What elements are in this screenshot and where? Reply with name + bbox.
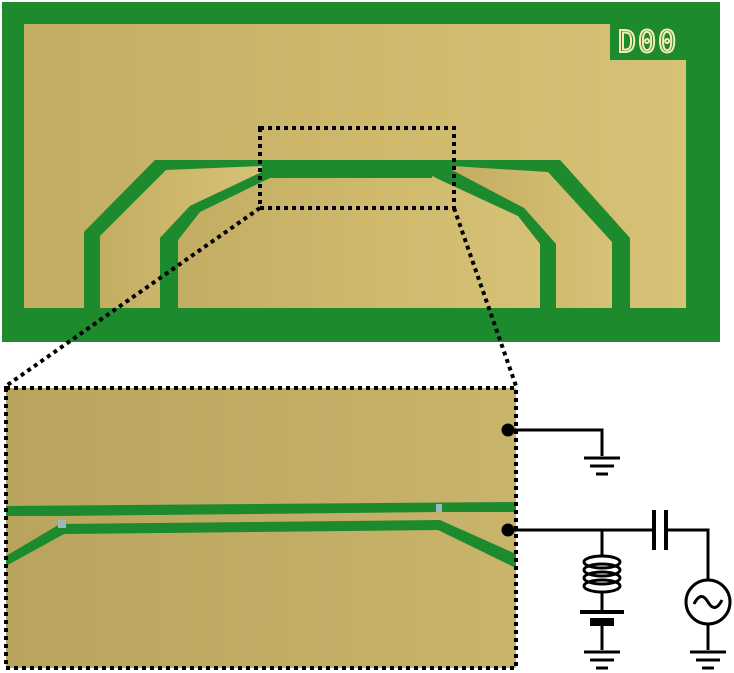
- signal-strip-left: [100, 166, 262, 308]
- inner-trace-right: [432, 170, 556, 308]
- outer-trace-left: [84, 160, 262, 308]
- zoom-micrograph: [4, 386, 518, 670]
- zoom-gap-right: [436, 504, 442, 512]
- zoom-lower-strip: [6, 520, 516, 568]
- ground-plane: [24, 24, 686, 308]
- zoom-connector-left: [4, 206, 262, 388]
- circuit-schematic: [501, 423, 732, 670]
- zoom-box: [258, 126, 456, 210]
- zoom-gap-left: [58, 520, 66, 528]
- ground-icon: [584, 456, 620, 476]
- ground-icon: [584, 650, 620, 670]
- ac-source-icon: [684, 578, 732, 626]
- wire-to-ground-1: [508, 428, 604, 456]
- signal-strip-right: [452, 166, 612, 308]
- chip-micrograph: D00: [2, 2, 720, 342]
- wire-to-source: [668, 528, 710, 580]
- battery-icon: [580, 610, 624, 626]
- inductor-icon: [582, 554, 622, 594]
- zoom-frame: [4, 386, 518, 670]
- capacitor-icon: [652, 510, 668, 550]
- chip-label: D00: [618, 25, 678, 60]
- outer-trace-right: [452, 160, 630, 308]
- zoom-upper-strip: [6, 502, 516, 516]
- ground-icon: [690, 650, 726, 670]
